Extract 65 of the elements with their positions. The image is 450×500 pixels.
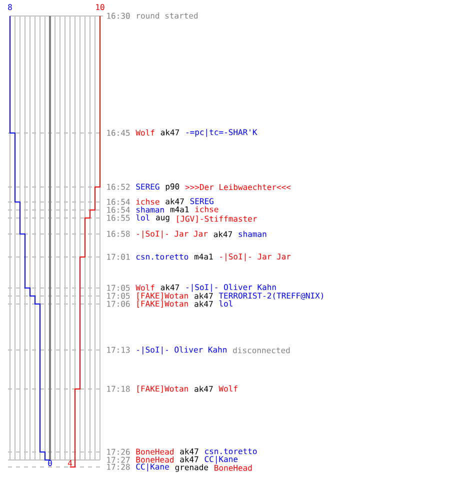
timestamp: 17:26 bbox=[107, 448, 130, 455]
timestamp: 16:54 bbox=[107, 198, 130, 205]
player-name: csn.toretto bbox=[205, 448, 257, 454]
count-label: 4 bbox=[68, 460, 72, 466]
timestamp: 17:13 bbox=[107, 346, 130, 353]
player-name: TERRORIST-2(TREFF@NIX) bbox=[218, 292, 324, 300]
timestamp: 17:05 bbox=[107, 292, 130, 299]
player-name: BoneHead bbox=[136, 456, 174, 463]
player-name: Wolf bbox=[136, 129, 154, 136]
player-name: ichse bbox=[195, 206, 218, 212]
player-name: -|SoI|- Oliver Kahn bbox=[137, 346, 226, 354]
player-name: lol bbox=[219, 300, 232, 307]
player-name: -=pc|tc=-SHAR'K bbox=[186, 128, 258, 137]
weapon-name: m4a1 bbox=[170, 206, 189, 212]
timestamp: 16:30 bbox=[107, 12, 130, 19]
timestamp: 17:27 bbox=[107, 456, 130, 463]
weapon-name: ak47 bbox=[214, 231, 232, 238]
count-label: 8 bbox=[8, 4, 12, 10]
weapon-name: ak47 bbox=[194, 292, 213, 299]
player-name: SEREG bbox=[190, 198, 214, 204]
weapon-name: p90 bbox=[166, 183, 180, 192]
timestamp: 17:28 bbox=[107, 464, 130, 470]
player-name: [FAKE]Wotan bbox=[137, 300, 188, 308]
timestamp: 16:52 bbox=[107, 184, 130, 190]
weapon-name: aug bbox=[156, 216, 170, 222]
player-name: Wolf bbox=[218, 385, 238, 392]
timestamp: 16:54 bbox=[107, 206, 130, 213]
player-name: SEREG bbox=[136, 184, 160, 190]
player-name: -|SoI|- Oliver Kahn bbox=[186, 284, 276, 292]
timestamp: 17:01 bbox=[107, 254, 130, 260]
weapon-name: ak47 bbox=[160, 284, 180, 290]
player-name: [JGV]-Stiffmaster bbox=[177, 216, 257, 223]
player-name: Wolf bbox=[136, 284, 154, 291]
player-name: -|SoI|- Jar Jar bbox=[137, 230, 208, 238]
weapon-name: m4a1 bbox=[194, 254, 213, 260]
weapon-name: ak47 bbox=[180, 456, 198, 462]
player-name: csn.toretto bbox=[136, 254, 188, 260]
player-name: [FAKE]Wotan bbox=[137, 292, 188, 300]
timestamp: 16:55 bbox=[107, 214, 130, 221]
player-name: -|SoI|- Jar Jar bbox=[220, 253, 291, 262]
player-name: CC|Kane bbox=[136, 463, 169, 472]
timestamp: 16:58 bbox=[107, 230, 130, 237]
player-name: BoneHead bbox=[136, 448, 174, 455]
timestamp: 17:06 bbox=[107, 300, 130, 307]
weapon-name: grenade bbox=[175, 464, 208, 472]
weapon-name: ak47 bbox=[166, 198, 184, 204]
weapon-name: ak47 bbox=[160, 129, 180, 136]
timestamp: 17:05 bbox=[107, 284, 130, 291]
player-name: shaman bbox=[136, 206, 164, 213]
player-name: CC|Kane bbox=[204, 456, 238, 464]
weapon-name: ak47 bbox=[194, 300, 213, 307]
player-name: BoneHead bbox=[214, 464, 252, 471]
count-label: 10 bbox=[96, 4, 104, 10]
count-label: 0 bbox=[48, 460, 52, 466]
event-text: disconnected bbox=[233, 347, 290, 354]
event-text: round started bbox=[137, 12, 198, 19]
timestamp: 17:18 bbox=[107, 386, 130, 392]
player-name: >>>Der Leibwaechter<<< bbox=[185, 184, 291, 190]
weapon-name: ak47 bbox=[180, 448, 198, 454]
player-name: shaman bbox=[238, 230, 266, 238]
player-name: ichse bbox=[136, 198, 160, 205]
timestamp: 16:45 bbox=[107, 130, 130, 136]
player-name: lol bbox=[136, 214, 150, 221]
player-name: [FAKE]Wotan bbox=[137, 386, 188, 393]
weapon-name: ak47 bbox=[194, 386, 213, 392]
